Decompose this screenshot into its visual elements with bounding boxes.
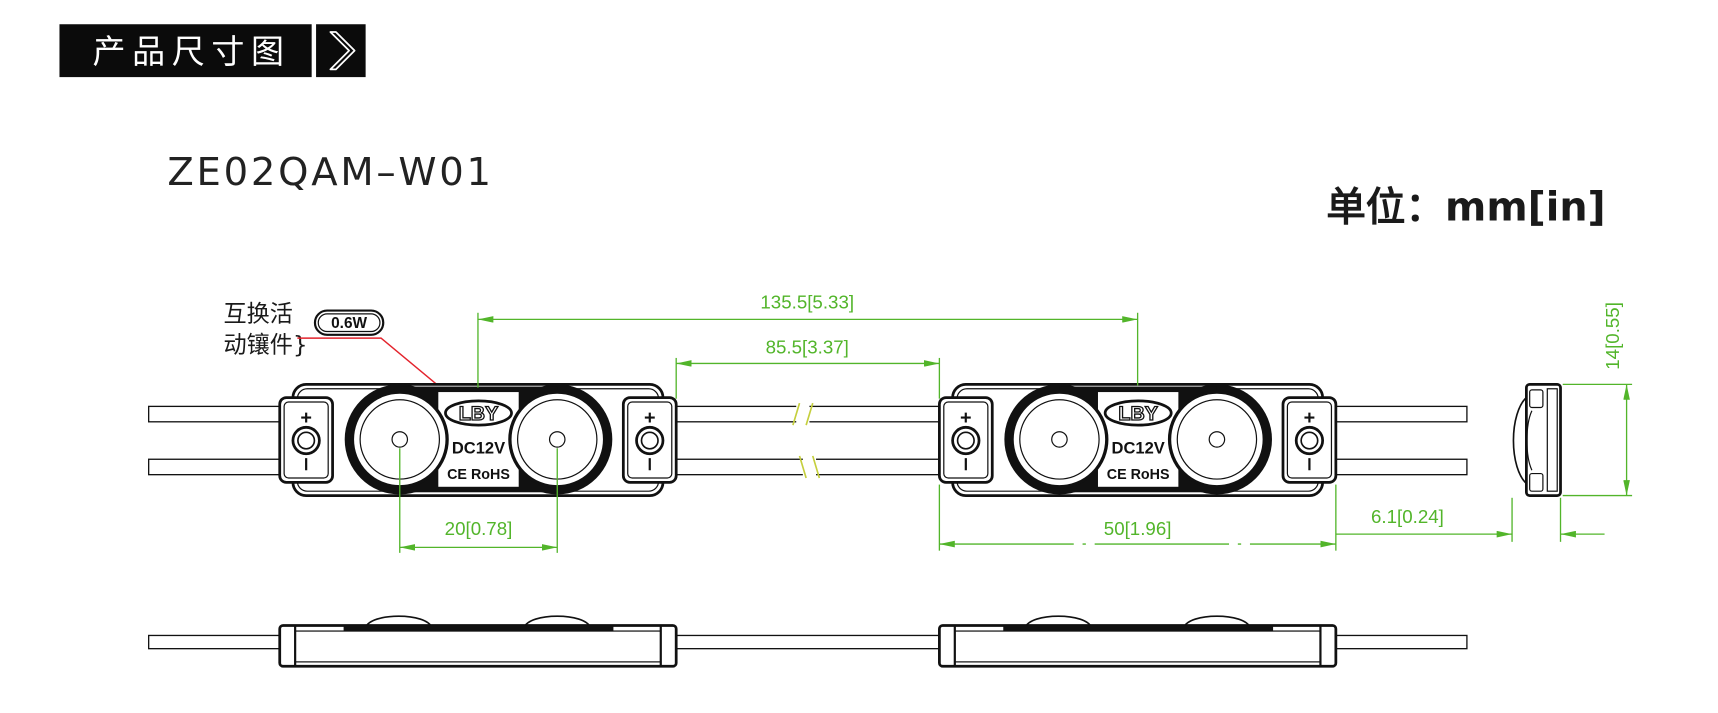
wire-right-upper [1330,405,1468,423]
dimension-label: 50[1.96] [1104,518,1172,539]
end-cap-right: + [621,396,678,484]
model-name: ZE02QAM–W01 [167,150,493,195]
profile-body [278,624,678,668]
profile-views [148,615,1468,668]
end-cap-left: + [938,396,994,484]
unit-label: 单位：mm[in] [1326,184,1605,230]
led-module-profile-1 [278,615,678,668]
wires-top-view [148,402,1468,479]
profile-body [938,624,1338,668]
plus-mark: + [960,407,972,429]
leader-line [297,337,460,404]
led-lens-right [1167,390,1266,489]
section-header: 产品尺寸图 [59,24,366,78]
screw-hole [951,425,981,456]
dimension-thickness: 6.1[0.24] [1335,497,1605,542]
wire-left-upper [148,405,287,423]
dimension-label: 85.5[3.37] [766,337,849,358]
dimension-lens-pitch: 20[0.78] [399,448,558,553]
callout: 互换活 动镶件} 0.6W [224,302,460,404]
callout-line-2: 动镶件} [224,332,308,358]
wire-right-lower [1330,458,1468,476]
header-chevron-box [316,24,366,78]
header-title-box [59,24,312,78]
chevron-right-icon [329,31,356,71]
brand-oval [1103,399,1173,427]
brand-oval [444,399,513,427]
section-title: 产品尺寸图 [93,32,291,71]
screw-hole [635,425,665,456]
power-badge-inner [317,313,381,333]
screw-hole [291,425,321,456]
side-cap-top [1529,389,1544,409]
power-badge: 0.6W [331,315,367,332]
callout-line-1: 互换活 [224,302,293,328]
led-lens-left [1010,390,1109,489]
plus-mark: + [1304,407,1316,429]
wire-left-lower [148,458,287,476]
certification-mark: CE RoHS [1107,467,1170,483]
dimension-label: 14[0.55] [1602,302,1623,370]
end-cap-right: + [1281,396,1338,484]
voltage-mark: DC12V [452,440,505,458]
module-side-view [1512,382,1562,497]
dimension-wire-gap: 85.5[3.37] [675,337,941,399]
brand-mark: LBY [1118,403,1158,425]
end-cap-left: + [278,396,334,484]
dimension-center-pitch: 135.5[5.33] [477,291,1139,388]
brand-mark: LBY [459,403,499,425]
led-module-top-view-2: LBY DC12V CE RoHS + + [938,382,1338,497]
lens-dome-profile [1512,395,1529,486]
dimension-module-length: 50[1.96] [938,484,1337,551]
plus-mark: + [644,407,656,429]
screw-hole [1294,425,1325,456]
led-module-top-view-1: LBY DC12V CE RoHS + + [278,382,678,497]
plus-mark: + [300,407,312,429]
dimension-label: 135.5[5.33] [760,291,854,312]
power-badge-outer [313,309,385,336]
side-cap-bottom [1529,472,1544,492]
dimension-width: 14[0.55] [1562,302,1633,497]
dimension-label: 6.1[0.24] [1371,506,1444,527]
voltage-mark: DC12V [1112,440,1165,458]
wire-break-mark [792,402,821,479]
certification-mark: CE RoHS [447,467,510,483]
led-module-profile-2 [938,615,1338,668]
dimension-label: 20[0.78] [445,518,513,539]
